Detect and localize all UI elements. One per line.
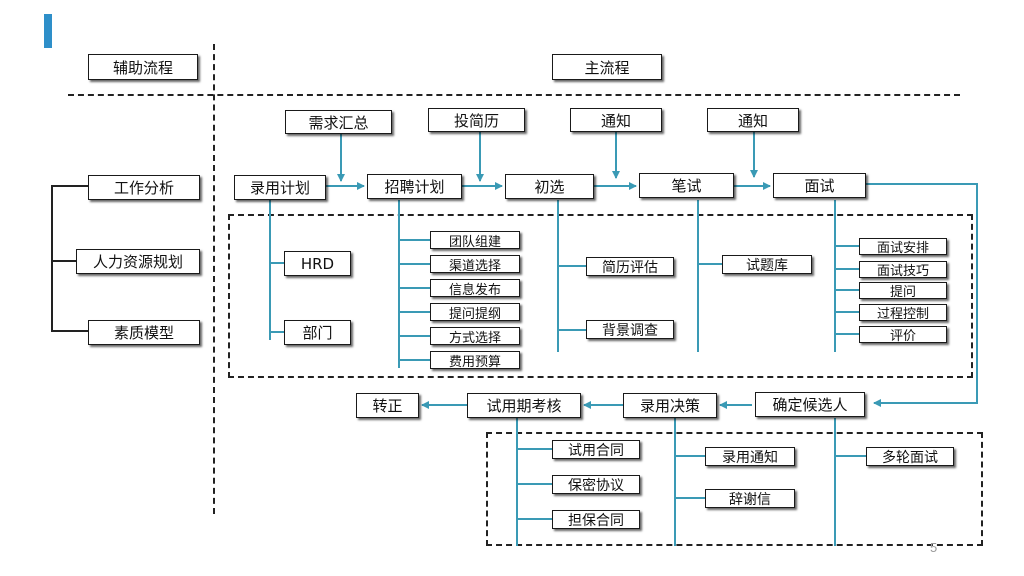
sub-process-control: 过程控制	[859, 304, 947, 322]
step-screening: 初选	[505, 174, 594, 199]
sub-interview-arrangement: 面试安排	[859, 238, 947, 256]
page-number: 5	[930, 540, 938, 555]
sub-evaluation: 评价	[859, 326, 947, 344]
input-resume: 投简历	[428, 108, 525, 132]
sub-info-release: 信息发布	[430, 279, 520, 298]
step-regular: 转正	[356, 393, 419, 418]
sub-confidentiality-agreement: 保密协议	[552, 475, 640, 494]
sub-questioning: 提问	[859, 282, 947, 300]
sub-team-building: 团队组建	[430, 231, 520, 250]
header-main: 主流程	[552, 54, 662, 80]
main-detail-region	[228, 214, 973, 378]
step-hire-plan: 录用计划	[234, 175, 326, 200]
aux-job-analysis: 工作分析	[88, 175, 200, 200]
sub-hrd: HRD	[284, 251, 351, 276]
sub-budget: 费用预算	[430, 351, 520, 370]
sub-offer-notice: 录用通知	[705, 447, 795, 466]
step-recruit-plan: 招聘计划	[367, 174, 462, 199]
step-written-test: 笔试	[639, 173, 734, 198]
sub-channel-selection: 渠道选择	[430, 255, 520, 274]
step-probation: 试用期考核	[467, 393, 581, 418]
header-auxiliary: 辅助流程	[88, 54, 198, 80]
input-demand-summary: 需求汇总	[285, 110, 392, 134]
sub-guarantee-contract: 担保合同	[552, 510, 640, 529]
input-notice-2: 通知	[707, 108, 799, 132]
sub-question-outline: 提问提纲	[430, 303, 520, 322]
vertical-divider	[213, 44, 215, 514]
horizontal-divider	[68, 94, 960, 96]
sub-interview-skills: 面试技巧	[859, 261, 947, 279]
lower-detail-region	[486, 432, 983, 546]
sub-question-bank: 试题库	[722, 255, 812, 274]
sub-resume-evaluation: 简历评估	[586, 257, 674, 276]
step-candidate: 确定候选人	[755, 392, 865, 417]
aux-competency-model: 素质模型	[88, 320, 200, 345]
sub-department: 部门	[284, 320, 351, 345]
step-decision: 录用决策	[623, 393, 717, 418]
sub-probation-contract: 试用合同	[552, 440, 640, 459]
sub-multi-round-interview: 多轮面试	[866, 447, 954, 466]
title-accent-bar	[44, 14, 52, 48]
input-notice-1: 通知	[570, 108, 662, 132]
step-interview: 面试	[773, 173, 866, 198]
sub-background-check: 背景调查	[586, 320, 674, 339]
sub-method-selection: 方式选择	[430, 327, 520, 346]
sub-rejection-letter: 辞谢信	[705, 489, 795, 508]
aux-hr-planning: 人力资源规划	[76, 249, 200, 274]
